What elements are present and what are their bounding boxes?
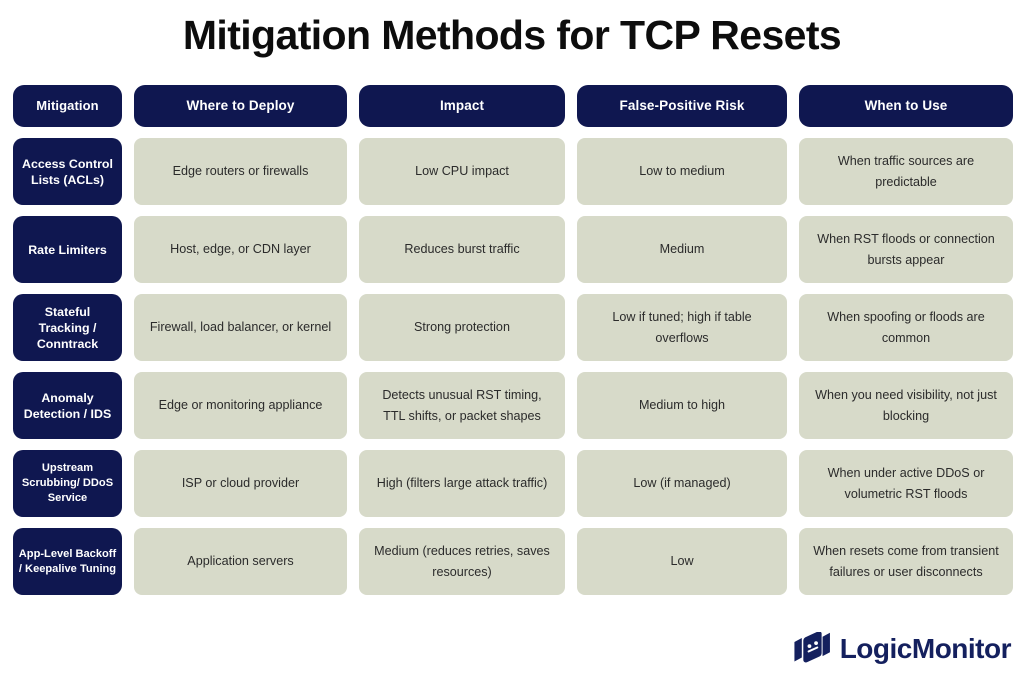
table-cell-false-positive-risk: Low (if managed) [577,450,787,517]
table-cell-impact: High (filters large attack traffic) [359,450,565,517]
table-cell-impact: Low CPU impact [359,138,565,205]
column-header-false-positive-risk: False-Positive Risk [577,85,787,127]
logicmonitor-logo: LogicMonitor [793,626,1012,672]
table-row-label: Upstream Scrubbing/ DDoS Service [13,450,122,517]
table-cell-impact: Medium (reduces retries, saves resources… [359,528,565,595]
table-cell-false-positive-risk: Low if tuned; high if table overflows [577,294,787,361]
column-header-where-to-deploy: Where to Deploy [134,85,347,127]
column-header-when-to-use: When to Use [799,85,1013,127]
table-cell-when-to-use: When under active DDoS or volumetric RST… [799,450,1013,517]
table-cell-where-to-deploy: Edge or monitoring appliance [134,372,347,439]
table-cell-when-to-use: When you need visibility, not just block… [799,372,1013,439]
table-cell-when-to-use: When spoofing or floods are common [799,294,1013,361]
table-cell-impact: Detects unusual RST timing, TTL shifts, … [359,372,565,439]
table-cell-where-to-deploy: Host, edge, or CDN layer [134,216,347,283]
table-cell-false-positive-risk: Medium [577,216,787,283]
table-cell-where-to-deploy: Firewall, load balancer, or kernel [134,294,347,361]
table-cell-where-to-deploy: Application servers [134,528,347,595]
table-row-label: Rate Limiters [13,216,122,283]
column-header-impact: Impact [359,85,565,127]
logicmonitor-isometric-mark-icon [794,632,830,663]
table-cell-false-positive-risk: Low to medium [577,138,787,205]
table-cell-where-to-deploy: ISP or cloud provider [134,450,347,517]
table-cell-false-positive-risk: Medium to high [577,372,787,439]
table-row-label: Anomaly Detection / IDS [13,372,122,439]
table-cell-impact: Reduces burst traffic [359,216,565,283]
table-cell-false-positive-risk: Low [577,528,787,595]
table-cell-when-to-use: When traffic sources are predictable [799,138,1013,205]
mitigation-table: Mitigation Where to Deploy Impact False-… [13,85,1013,595]
table-cell-impact: Strong protection [359,294,565,361]
column-header-mitigation: Mitigation [13,85,122,127]
table-cell-when-to-use: When RST floods or connection bursts app… [799,216,1013,283]
table-row-label: Stateful Tracking / Conntrack [13,294,122,361]
table-row-label: Access Control Lists (ACLs) [13,138,122,205]
table-row-label: App-Level Backoff / Keepalive Tuning [13,528,122,595]
table-cell-where-to-deploy: Edge routers or firewalls [134,138,347,205]
page-title: Mitigation Methods for TCP Resets [182,12,842,58]
logo-wordmark: LogicMonitor [839,633,1012,664]
table-cell-when-to-use: When resets come from transient failures… [799,528,1013,595]
